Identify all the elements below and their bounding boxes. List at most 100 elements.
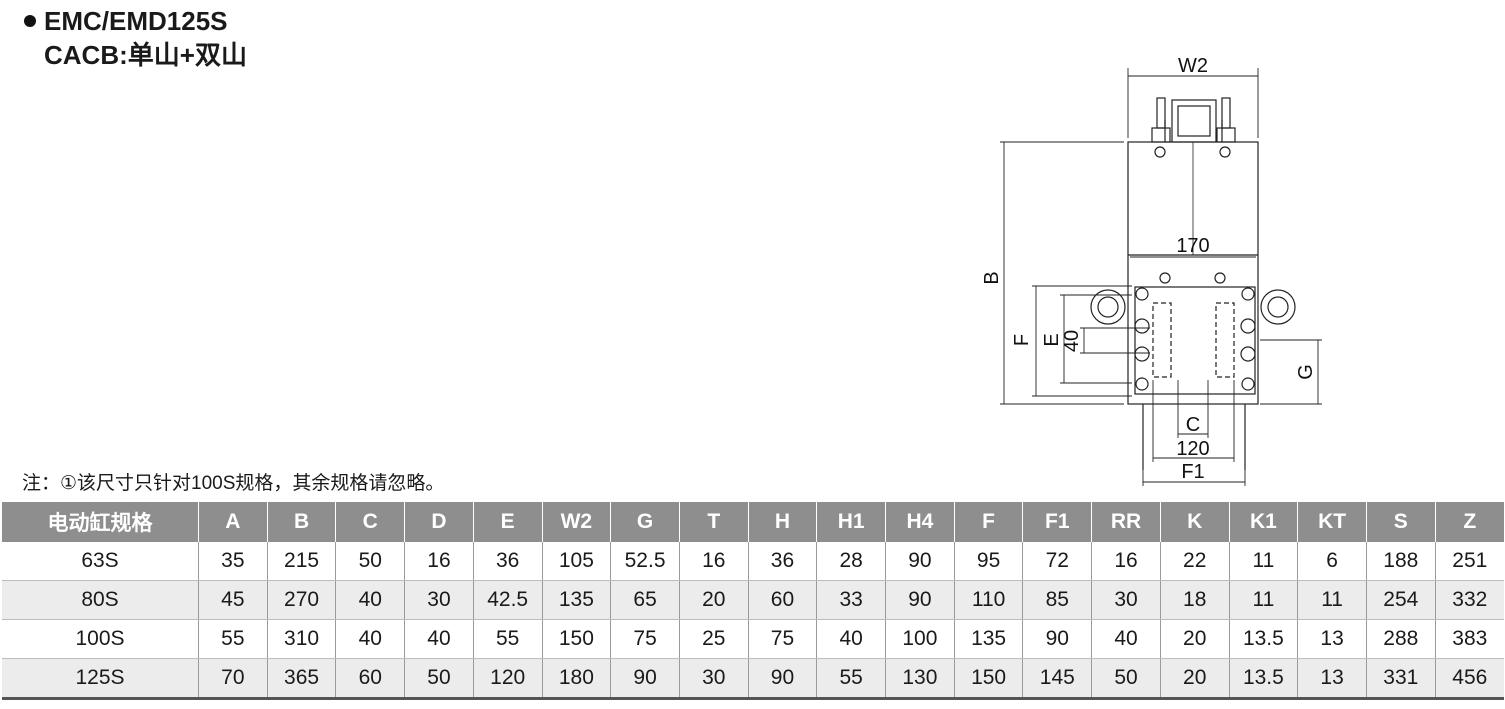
table-cell: 100 [885, 619, 955, 659]
plate-screw-icon [1241, 377, 1255, 391]
table-cell: 310 [267, 619, 337, 659]
column-header: K [1160, 502, 1230, 542]
screw-icon [1214, 272, 1226, 284]
table-cell: 90 [885, 542, 955, 581]
table-cell: 72 [1022, 542, 1093, 581]
column-header: H1 [816, 502, 887, 542]
table-cell: 40 [404, 619, 474, 659]
table-cell: 28 [816, 542, 887, 581]
screw-icon [1219, 146, 1231, 158]
table-cell: 456 [1435, 658, 1504, 700]
table-cell: 150 [542, 619, 612, 659]
table-cell: 180 [542, 658, 612, 700]
table-cell: 40 [335, 619, 406, 659]
screw-icon [1154, 146, 1166, 158]
model-title: EMC/EMD125S [44, 6, 228, 36]
column-header: D [404, 502, 474, 542]
table-cell: 13.5 [1229, 619, 1299, 659]
table-cell: 125S [2, 658, 199, 700]
table-cell: 6 [1297, 542, 1367, 581]
table-cell: 288 [1366, 619, 1436, 659]
table-cell: 60 [748, 580, 818, 620]
table-cell: 35 [198, 542, 268, 581]
table-cell: 20 [679, 580, 749, 620]
table-cell: 135 [954, 619, 1024, 659]
table-cell: 55 [198, 619, 268, 659]
table-cell: 65 [610, 580, 680, 620]
table-cell: 63S [2, 542, 199, 581]
table-cell: 215 [267, 542, 337, 581]
table-cell: 50 [335, 542, 406, 581]
table-cell: 13.5 [1229, 658, 1299, 700]
table-cell: 30 [1091, 580, 1161, 620]
table-cell: 52.5 [610, 542, 680, 581]
column-header: F1 [1022, 502, 1093, 542]
table-cell: 135 [542, 580, 612, 620]
column-header: H4 [885, 502, 955, 542]
dim-40-label: 40 [1061, 330, 1083, 352]
table-cell: 11 [1297, 580, 1367, 620]
dim-120-label: 120 [1176, 438, 1209, 460]
sensor-post-right [1221, 97, 1231, 129]
plate-screw-icon [1135, 287, 1149, 301]
column-header: KT [1297, 502, 1367, 542]
column-header: B [267, 502, 337, 542]
column-header: S [1366, 502, 1436, 542]
table-cell: 100S [2, 619, 199, 659]
table-cell: 332 [1435, 580, 1504, 620]
table-cell: 145 [1022, 658, 1093, 700]
table-cell: 20 [1160, 619, 1230, 659]
table-cell: 383 [1435, 619, 1504, 659]
table-cell: 270 [267, 580, 337, 620]
column-header: E [473, 502, 543, 542]
table-cell: 45 [198, 580, 268, 620]
slot-left [1152, 302, 1172, 378]
table-cell: 16 [679, 542, 749, 581]
column-header: W2 [542, 502, 612, 542]
table-cell: 55 [816, 658, 887, 700]
dim-c-label: C [1186, 414, 1200, 436]
table-cell: 18 [1160, 580, 1230, 620]
column-header: H [748, 502, 818, 542]
table-cell: 50 [404, 658, 474, 700]
plate-screw-icon [1241, 287, 1255, 301]
table-cell: 188 [1366, 542, 1436, 581]
dim-f1-label: F1 [1181, 461, 1204, 483]
table-cell: 130 [885, 658, 955, 700]
dimension-drawing: W2 B 170 F E 40 G C 120 F1 [981, 55, 1322, 486]
table-cell: 254 [1366, 580, 1436, 620]
table-cell: 13 [1297, 658, 1367, 700]
column-header: F [954, 502, 1024, 542]
table-cell: 30 [404, 580, 474, 620]
table-cell: 75 [748, 619, 818, 659]
model-subtitle: CACB:单山+双山 [44, 40, 247, 70]
table-cell: 40 [816, 619, 887, 659]
table-cell: 11 [1229, 580, 1299, 620]
table-cell: 16 [1091, 542, 1161, 581]
dim-e-label: E [1041, 333, 1063, 346]
column-header: RR [1091, 502, 1161, 542]
trunnion-right [1260, 289, 1296, 325]
dim-f-label: F [1011, 334, 1033, 346]
table-cell: 40 [335, 580, 406, 620]
table-cell: 50 [1091, 658, 1161, 700]
plate-screw-icon [1135, 377, 1149, 391]
table-cell: 60 [335, 658, 406, 700]
column-header: G [610, 502, 680, 542]
table-cell: 36 [748, 542, 818, 581]
table-cell: 90 [1022, 619, 1093, 659]
table-cell: 36 [473, 542, 543, 581]
column-header: A [198, 502, 268, 542]
table-cell: 16 [404, 542, 474, 581]
table-cell: 365 [267, 658, 337, 700]
table-cell: 120 [473, 658, 543, 700]
table-cell: 90 [885, 580, 955, 620]
trunnion-left [1090, 289, 1126, 325]
column-header: Z [1435, 502, 1504, 542]
